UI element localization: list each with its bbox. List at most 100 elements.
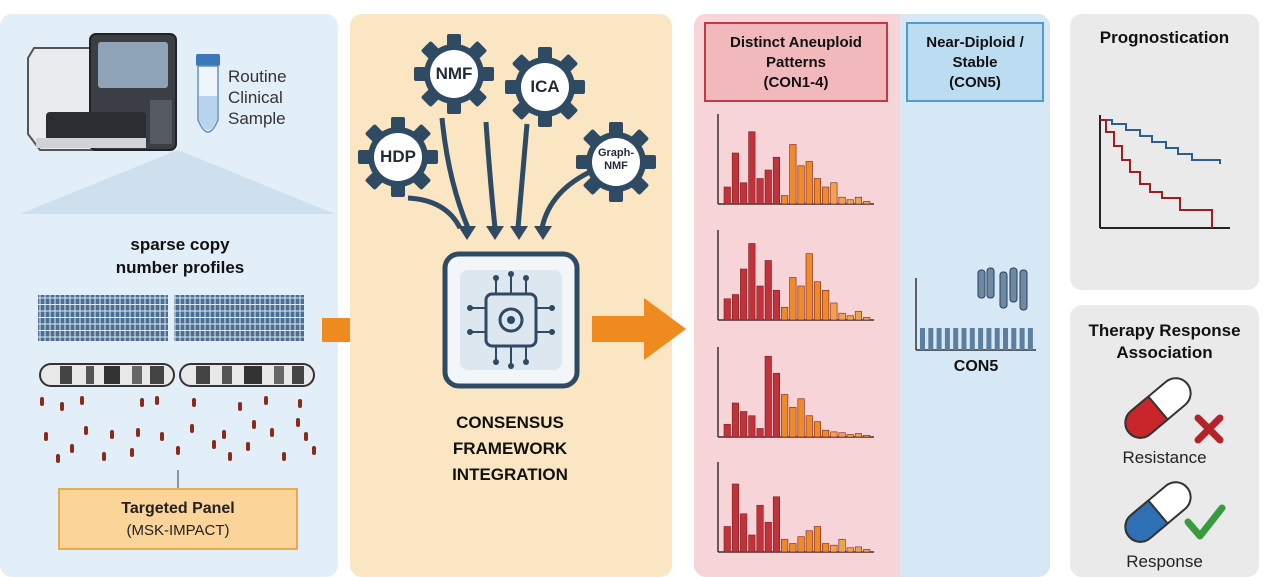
method-label-nmf: NMF — [435, 64, 473, 83]
con5-bar — [944, 328, 950, 350]
pattern-bar — [781, 195, 789, 205]
pattern-bar — [813, 281, 821, 321]
diploid-title-box: Near-Diploid / Stable (CON5) — [906, 22, 1044, 102]
aneuploid-bar-charts — [717, 114, 874, 553]
con5-bar — [986, 328, 992, 350]
pattern-bar — [822, 429, 830, 438]
con5-bar — [1011, 328, 1017, 350]
pattern-bar — [772, 289, 780, 321]
con5-bar — [969, 328, 975, 350]
pattern-bar — [797, 165, 805, 205]
pattern-bar — [781, 306, 789, 321]
pattern-bar — [846, 434, 854, 438]
pattern-bars — [717, 114, 874, 553]
pattern-bar — [764, 169, 772, 205]
pattern-bar — [748, 415, 756, 438]
pattern-bar — [805, 530, 813, 553]
pattern-bar — [756, 285, 764, 321]
targeted-panel-box: Targeted Panel (MSK-IMPACT) — [58, 488, 298, 550]
therapy-panel — [1070, 305, 1259, 577]
flow-arrow-2 — [592, 298, 686, 360]
con5-bar — [994, 328, 1000, 350]
pattern-bar — [846, 199, 854, 205]
pattern-bar — [822, 186, 830, 205]
pattern-bar — [838, 432, 846, 438]
profiles-title: sparse copy number profiles — [115, 235, 245, 277]
pattern-bar — [863, 317, 871, 321]
pattern-bar — [854, 433, 862, 438]
chromosome-pairs-icon — [977, 267, 1028, 311]
con5-bar — [936, 328, 942, 350]
con5-bar — [920, 328, 925, 350]
survival-curves — [1099, 115, 1230, 229]
pattern-bar — [813, 421, 821, 438]
resistance-label: Resistance — [1122, 448, 1207, 467]
pattern-bar — [781, 538, 789, 553]
pattern-bar — [772, 156, 780, 205]
con5-label: CON5 — [953, 358, 999, 375]
pattern-bar — [756, 428, 764, 438]
pattern-bar — [789, 543, 797, 553]
pattern-bar — [723, 298, 731, 321]
pattern-bar — [863, 549, 871, 553]
pattern-bar — [731, 294, 740, 321]
pattern-bar — [740, 182, 748, 205]
pattern-bar — [846, 315, 854, 321]
sample-graphics — [20, 33, 335, 488]
pattern-bar — [723, 423, 731, 438]
pattern-bar — [748, 534, 756, 553]
pattern-bar — [838, 538, 846, 553]
panel-title: Targeted Panel — [121, 500, 235, 517]
capsule-blue-icon — [1124, 481, 1192, 543]
pattern-bar — [764, 521, 772, 553]
pattern-bar — [854, 196, 862, 205]
pattern-bar — [854, 311, 862, 321]
pattern-bar — [789, 277, 797, 321]
pattern-bar — [797, 285, 805, 321]
pattern-bar — [863, 434, 871, 438]
diploid-title: Near-Diploid / Stable (CON5) — [926, 34, 1024, 91]
con5-bar — [953, 328, 959, 350]
sparse-dots — [40, 396, 316, 463]
aneuploid-title: Distinct Aneuploid Patterns (CON1-4) — [730, 34, 862, 91]
pattern-bar — [822, 543, 830, 553]
pattern-bar — [838, 196, 846, 205]
pattern-bar — [756, 178, 764, 205]
pattern-bar — [830, 431, 838, 438]
con5-bar — [1019, 328, 1025, 350]
sequencer-icon — [27, 33, 177, 151]
pattern-bar — [740, 411, 748, 438]
con5-bar — [961, 328, 967, 350]
pattern-bar — [723, 526, 731, 553]
sample-tube-icon — [196, 54, 220, 133]
sample-label: Routine Clinical Sample — [228, 67, 287, 128]
pattern-bar — [797, 398, 805, 438]
aneuploid-panel — [694, 14, 900, 577]
method-label-graph-nmf: Graph- NMF — [597, 147, 635, 172]
pattern-bar — [748, 243, 756, 321]
pattern-bar — [805, 161, 813, 205]
response-label: Response — [1126, 552, 1203, 571]
capsule-red-icon — [1124, 377, 1192, 439]
therapy-title: Therapy Response Association — [1088, 321, 1241, 362]
pattern-bar — [772, 496, 780, 553]
pattern-bar — [813, 526, 821, 553]
panel-subtitle: (MSK-IMPACT) — [126, 522, 230, 539]
pattern-bar — [740, 513, 748, 553]
pattern-bar — [731, 402, 740, 438]
therapy-icons — [1124, 377, 1226, 543]
pattern-bar — [838, 312, 846, 321]
pattern-bar — [764, 355, 772, 438]
pattern-bar — [830, 182, 838, 205]
cross-icon — [1194, 414, 1224, 444]
framework-graphics — [358, 34, 656, 389]
pattern-bar — [846, 547, 854, 553]
aneuploid-title-box: Distinct Aneuploid Patterns (CON1-4) — [704, 22, 888, 102]
method-label-ica: ICA — [530, 77, 560, 96]
pattern-bar — [830, 302, 838, 321]
pattern-bar — [797, 536, 805, 553]
con5-bar — [1003, 328, 1008, 350]
prognosis-title: Prognostication — [1099, 28, 1230, 47]
pattern-bar — [789, 406, 797, 438]
pattern-bar — [789, 144, 797, 205]
